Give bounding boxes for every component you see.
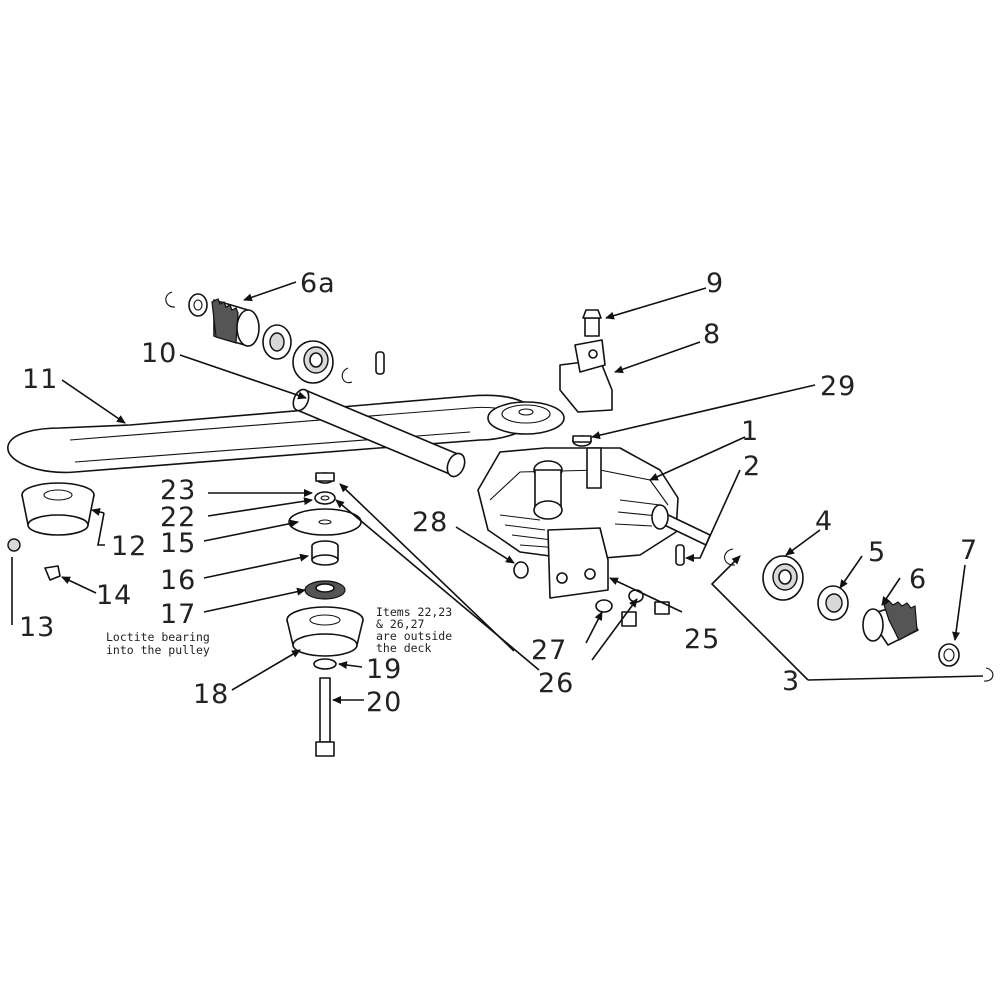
- callout-15: 15: [160, 528, 196, 559]
- outside-deck-note-line3: are outside: [376, 629, 452, 643]
- bracket-and-bolt: [559, 309, 613, 447]
- callout-11: 11: [22, 364, 58, 395]
- callout-12: 12: [111, 531, 147, 562]
- callout-28: 28: [412, 507, 448, 538]
- callout-8: 8: [703, 319, 721, 350]
- callout-20: 20: [366, 687, 402, 718]
- callout-26: 26: [538, 668, 574, 699]
- left-pulley-group: [7, 482, 95, 581]
- callout-16: 16: [160, 565, 196, 596]
- loctite-note-line2: into the pulley: [106, 643, 210, 657]
- callout-1: 1: [741, 416, 759, 447]
- idler-pulley-stack: [286, 472, 364, 757]
- leader-lines: [11, 281, 984, 704]
- callout-4: 4: [815, 506, 833, 537]
- callout-25: 25: [684, 624, 720, 655]
- callout-7: 7: [960, 535, 978, 566]
- upper-pulley: [487, 401, 565, 435]
- callout-17: 17: [160, 599, 196, 630]
- axle-parts-right: [724, 548, 994, 682]
- callout-numbers: 1 2 3 4 5 6 6a 7 8 9 10 11 12 13 14 15 1…: [19, 268, 978, 718]
- callout-19: 19: [366, 654, 402, 685]
- callout-18: 18: [193, 679, 229, 710]
- callout-6: 6: [909, 564, 927, 595]
- loctite-note-line1: Loctite bearing: [106, 630, 210, 644]
- callout-2: 2: [743, 451, 761, 482]
- drive-shaft: [292, 388, 466, 478]
- assembly-notes: Loctite bearing into the pulley Items 22…: [106, 605, 452, 657]
- outside-deck-note-line1: Items 22,23: [376, 605, 452, 619]
- callout-29: 29: [820, 371, 856, 402]
- transaxle-housing: [477, 447, 711, 599]
- outside-deck-note-line2: & 26,27: [376, 617, 425, 631]
- callout-10: 10: [141, 338, 177, 369]
- callout-23: 23: [160, 475, 196, 506]
- callout-14: 14: [96, 580, 132, 611]
- callout-27: 27: [531, 635, 567, 666]
- callout-13: 13: [19, 612, 55, 643]
- callout-22: 22: [160, 502, 196, 533]
- callout-9: 9: [706, 268, 724, 299]
- callout-5: 5: [868, 537, 886, 568]
- shaft-parts-top: [165, 291, 385, 384]
- callout-3: 3: [782, 666, 800, 697]
- callout-6a: 6a: [300, 268, 336, 299]
- outside-deck-note-line4: the deck: [376, 641, 431, 655]
